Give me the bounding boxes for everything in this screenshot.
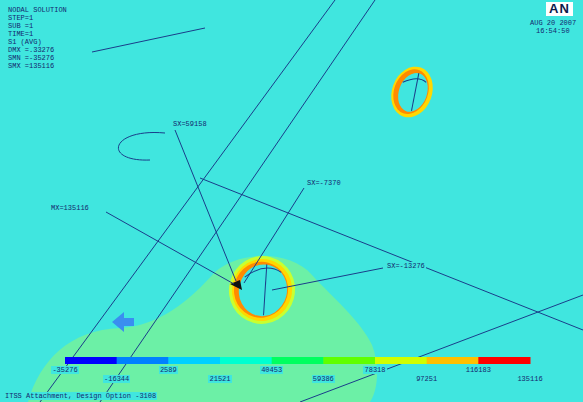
info-line: SUB =1 (8, 22, 33, 30)
scale-value: -35276 (51, 366, 78, 374)
scale-value: 2589 (159, 366, 178, 374)
scale-value: 21521 (208, 375, 231, 383)
scale-value: -16344 (103, 375, 130, 383)
color-band (117, 357, 169, 364)
scale-value: 116183 (465, 366, 492, 374)
callout-value: SX=-7370 (306, 179, 342, 187)
plot-caption: ITSS Attachment, Design Option -3108 (4, 392, 157, 400)
scale-value: 59386 (312, 375, 335, 383)
max-marker (230, 280, 242, 290)
load-symbol (112, 312, 134, 332)
callout-value: SX=-13276 (386, 262, 426, 270)
info-line: SMX =135116 (8, 62, 54, 70)
time-stamp: 16:54:50 (536, 27, 570, 35)
info-line: SMN =-35276 (8, 54, 54, 62)
info-line: STEP=1 (8, 14, 33, 22)
leader-lines (106, 130, 383, 290)
scale-value: 97251 (415, 375, 438, 383)
color-band (220, 357, 272, 364)
color-band (272, 357, 324, 364)
info-title: NODAL SOLUTION (8, 6, 67, 14)
color-band (375, 357, 427, 364)
color-band (168, 357, 220, 364)
color-band (478, 357, 530, 364)
mesh-edges (40, 0, 583, 402)
callout-value: SX=59158 (172, 120, 208, 128)
info-line: DMX =.33276 (8, 46, 54, 54)
color-band (323, 357, 375, 364)
stress-region (28, 256, 377, 402)
date-stamp: AUG 20 2007 (530, 19, 576, 27)
logo-text: AN (546, 2, 573, 16)
scale-value: 78318 (363, 366, 386, 374)
callout-value: MX=135116 (50, 204, 90, 212)
color-band (427, 357, 479, 364)
upper-hole (384, 61, 439, 124)
info-line: TIME=1 (8, 30, 33, 38)
info-line: S1 (AVG) (8, 38, 42, 46)
color-bar (65, 357, 531, 364)
color-band (65, 357, 117, 364)
scale-value: 135116 (516, 375, 543, 383)
scale-value: 40453 (260, 366, 283, 374)
lower-hole (221, 249, 302, 332)
